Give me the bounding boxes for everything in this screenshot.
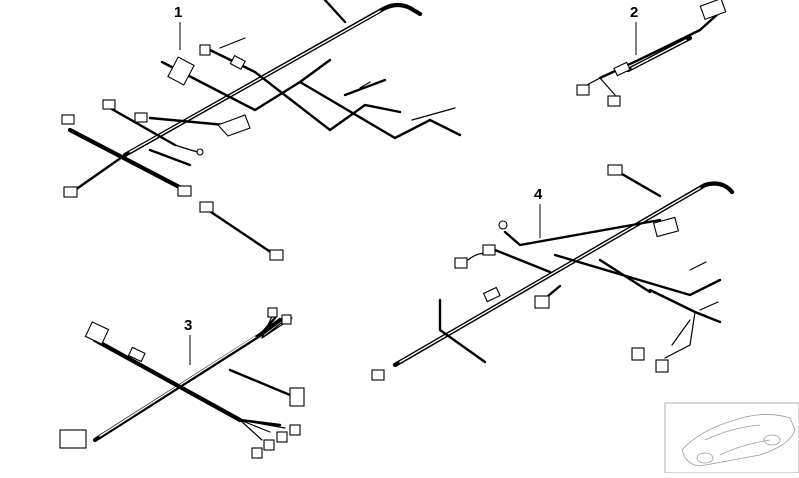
harness-4[interactable]: 4: [371, 164, 735, 381]
callout-label-4: 4: [534, 186, 543, 203]
car-thumbnail: [664, 402, 799, 474]
callout-label-3: 3: [184, 317, 192, 334]
harness-2[interactable]: 2: [576, 0, 727, 107]
car-silhouette-icon: [681, 414, 796, 467]
harness-3[interactable]: 3: [59, 307, 305, 459]
callout-label-2: 2: [630, 4, 638, 21]
callout-label-1: 1: [174, 4, 182, 21]
harness-1[interactable]: 1: [61, 0, 462, 261]
